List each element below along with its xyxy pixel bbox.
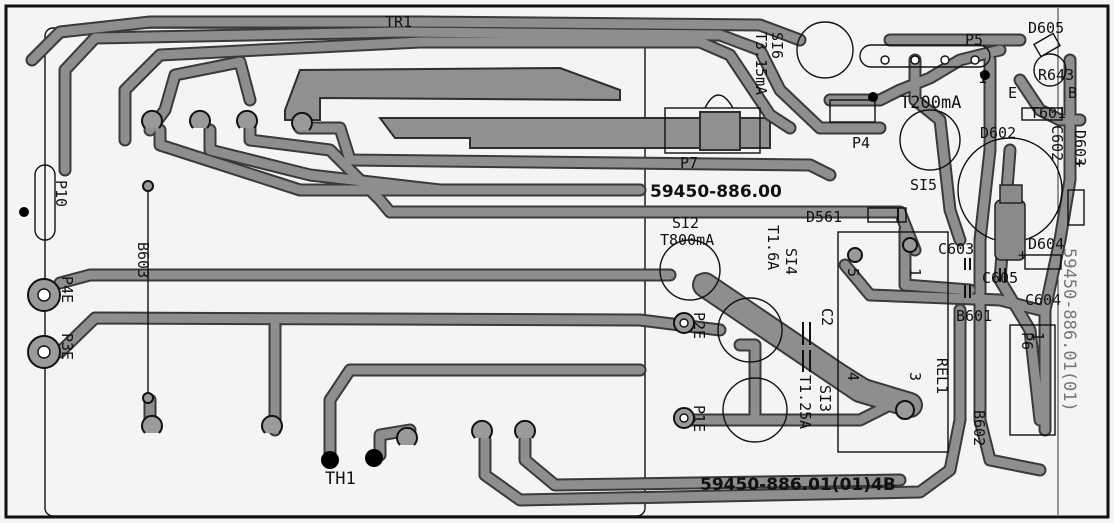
- fuse-si6-outline: [796, 21, 854, 79]
- label-t200ma: T200mA: [900, 93, 961, 113]
- label-b602: B602: [970, 410, 988, 446]
- label-d561: D561: [806, 208, 842, 226]
- label-si3: SI3: [816, 385, 834, 412]
- label-c605: C605: [982, 269, 1018, 287]
- label-tr1: TR1: [385, 13, 412, 31]
- cap-plus: +: [1018, 246, 1027, 264]
- label-t1-6a: T1.6A: [764, 225, 782, 270]
- fuse-si5-outline: [899, 109, 961, 171]
- label-si5: SI5: [910, 176, 937, 194]
- d605-body: [1033, 32, 1061, 58]
- label-p6: P6: [1018, 332, 1036, 350]
- p6-outline: [1009, 324, 1056, 436]
- rel1-pin3: 3: [906, 372, 924, 381]
- edge-part-number: 59450-886.01(01): [1059, 248, 1079, 412]
- label-p4e: P4E: [58, 276, 76, 303]
- label-d604: D604: [1028, 235, 1064, 253]
- label-c2: C2: [818, 308, 836, 326]
- label-si6: SI6: [768, 32, 786, 59]
- t601-body: [1021, 107, 1063, 121]
- c2-symbol: [802, 322, 811, 372]
- round-pads: [27, 55, 980, 429]
- label-t1-25a: T1.25A: [796, 375, 814, 429]
- label-p4: P4: [852, 134, 870, 152]
- rel1-pin1: 1: [906, 268, 924, 277]
- label-c602: C602: [1048, 125, 1066, 161]
- traces-inner: [27, 17, 1085, 505]
- fuse-si2-outline: [659, 239, 721, 301]
- part-number-bottom: 59450-886.01(01)4B: [700, 475, 896, 495]
- label-p10: P10: [52, 180, 70, 207]
- label-d605: D605: [1028, 19, 1064, 37]
- fuse-si4-outline: [717, 297, 783, 363]
- black-dots: [19, 70, 990, 469]
- label-b601: B601: [956, 307, 992, 325]
- p10-outline: [34, 164, 56, 241]
- hook-pads: [141, 109, 536, 446]
- d561-body: [867, 207, 907, 223]
- rel1-pin5: 5: [844, 268, 862, 277]
- p7-outline: [664, 107, 761, 154]
- p5-outline: [859, 44, 991, 68]
- rel1-pin4: 4: [844, 372, 862, 381]
- label-p3e: P3E: [58, 333, 76, 360]
- copper-pours: [284, 66, 771, 151]
- p5-pin1: 1: [978, 69, 987, 87]
- label-t601: T601: [1030, 104, 1066, 122]
- d603-plus: +: [1075, 154, 1084, 172]
- label-e: E: [1008, 84, 1017, 102]
- p6-pin1: 1: [1029, 332, 1047, 341]
- label-d602: D602: [980, 124, 1016, 142]
- label-r643: R643: [1038, 66, 1074, 84]
- cap-pad-top: [999, 184, 1023, 204]
- label-b603: B603: [134, 242, 152, 278]
- part-number-top: 59450-886.00: [650, 182, 782, 202]
- small-cap-symbols: [964, 258, 1006, 298]
- label-c603: C603: [938, 240, 974, 258]
- label-p2e: P2E: [690, 312, 708, 339]
- label-c604: C604: [1025, 291, 1061, 309]
- d604-body: [1024, 254, 1062, 270]
- pour-p7: [699, 111, 741, 151]
- label-si2: SI2: [672, 214, 699, 232]
- label-p1e: P1E: [690, 405, 708, 432]
- p7-notch: [704, 94, 734, 109]
- label-p5: P5: [965, 31, 983, 49]
- label-p7: P7: [680, 154, 698, 172]
- fuse-si3-outline: [722, 377, 788, 443]
- label-b: B: [1068, 84, 1077, 102]
- label-si4: SI4: [782, 248, 800, 275]
- rel1-outline: [837, 231, 949, 453]
- label-t3-15ma: T3.15mA: [752, 32, 770, 95]
- label-t800ma: T800mA: [660, 231, 714, 249]
- pour-top: [284, 66, 621, 121]
- board-frame: [4, 4, 1110, 519]
- d603-body: [1067, 189, 1085, 226]
- label-th1: TH1: [325, 469, 356, 489]
- r643-outline: [1033, 53, 1067, 87]
- p4-outline: [829, 99, 876, 123]
- label-d603: D603: [1071, 130, 1089, 166]
- label-rel1: REL1: [933, 358, 951, 394]
